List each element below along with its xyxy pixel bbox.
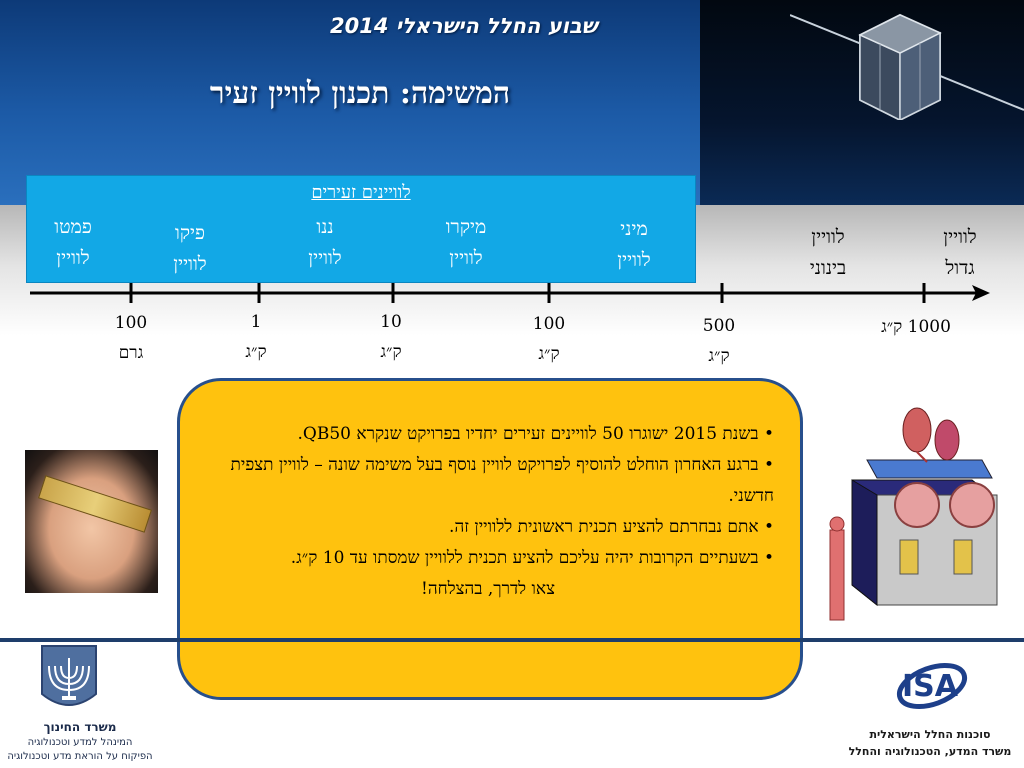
mission-info-box: • בשנת 2015 ישוגרו 50 לוויינים זעירים יח… (177, 378, 803, 700)
ministry-line-2: המינהל למדע וטכנולוגיה (27, 737, 133, 748)
class-micro: מיקרו לוויין (445, 216, 487, 269)
ministry-line-3: הפיקוח על הוראת מדע וטכנולוגיה (7, 751, 153, 762)
week-title: שבוע החלל הישראלי 2014 (330, 14, 598, 38)
class-pico: פיקו לוויין (173, 222, 207, 275)
tick-label-10kg: 10 ק״ג (380, 312, 402, 362)
info-bullet-2: • ברגע האחרון הוחלט להוסיף לפרויקט לוויי… (230, 455, 774, 506)
class-mini: מיני לוויין (617, 218, 651, 271)
isa-name: סוכנות החלל הישראלית (869, 728, 991, 741)
small-satellites-label: לוויינים זעירים (311, 182, 411, 203)
isa-ministry: משרד המדע, הטכנולוגיה והחלל (848, 745, 1012, 758)
header-banner: שבוע החלל הישראלי 2014 המשימה: תכנון לוו… (0, 0, 1024, 205)
tick-label-100g: 100 גרם (114, 313, 148, 363)
closing-line: צאו לדרך, בהצלחה! (421, 579, 555, 599)
class-large: לוויין גדול (943, 226, 977, 279)
small-satellites-box (26, 175, 696, 283)
info-bullet-4: • בשעתיים הקרובות יהיה עליכם להציע תכנית… (290, 548, 774, 568)
ministry-name: משרד החינוך (43, 720, 117, 734)
footer-divider (0, 638, 1024, 642)
hand-satellite-photo (25, 450, 158, 593)
spacecraft-model-image (829, 407, 998, 621)
info-bullet-1: • בשנת 2015 ישוגרו 50 לוויינים זעירים יח… (297, 424, 774, 444)
page-title: המשימה: תכנון לוויין זעיר (209, 76, 511, 111)
info-bullet-3: • אתם נבחרתם להציע תכנית ראשונית ללוויין… (449, 517, 774, 537)
tick-label-500kg: 500 ק״ג (702, 316, 736, 366)
isa-logo-icon: ISA (896, 662, 968, 710)
tick-label-1000kg: 1000 ק״ג (881, 317, 951, 337)
menorah-emblem-icon (41, 645, 97, 706)
class-femto: פמטו לוויין (54, 216, 92, 269)
tick-label-1kg: 1 ק״ג (245, 312, 267, 362)
class-nano: ננו לוויין (308, 216, 342, 269)
tick-label-100kg: 100 ק״ג (532, 314, 566, 364)
mass-axis (30, 283, 990, 303)
class-medium: לוויין בינוני (809, 226, 847, 279)
isa-logo-text: ISA (902, 669, 959, 704)
cubesat-image (790, 13, 1024, 120)
